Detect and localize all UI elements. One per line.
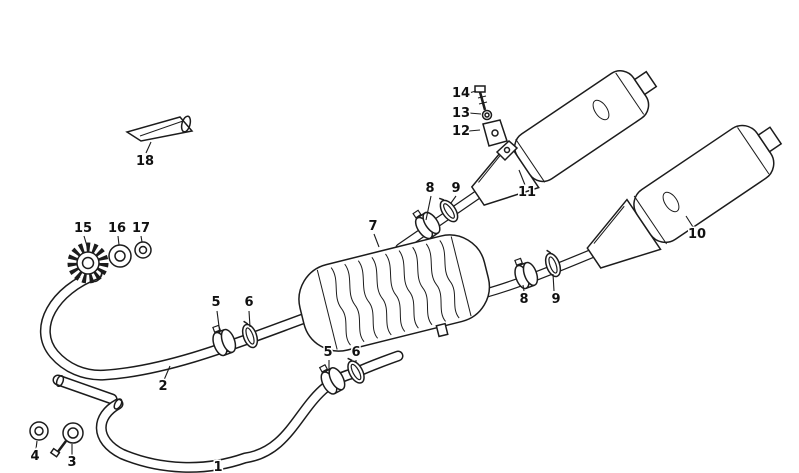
callout-3[interactable]: 3 [66, 454, 78, 472]
callout-2[interactable]: 2 [157, 378, 169, 396]
callout-11[interactable]: 11 [516, 184, 537, 202]
washer-large [108, 244, 132, 268]
interconnect-pipe-upper [395, 188, 485, 253]
silencer-left-badge [592, 99, 610, 121]
callout-9-lower[interactable]: 9 [550, 291, 562, 309]
washer-small [134, 241, 152, 259]
mount-bracket [482, 119, 508, 147]
callout-18[interactable]: 18 [134, 153, 155, 171]
silencer-right-badge [662, 191, 680, 213]
rear-silencer-left [470, 70, 658, 207]
callout-9-upper[interactable]: 9 [450, 180, 462, 198]
lock-washer [481, 109, 493, 121]
callout-4[interactable]: 4 [29, 448, 41, 466]
callout-12[interactable]: 12 [450, 123, 471, 141]
callout-10[interactable]: 10 [686, 226, 707, 244]
rubber-grommet [29, 421, 49, 441]
callout-6-b[interactable]: 6 [350, 344, 362, 362]
callout-6-a[interactable]: 6 [243, 294, 255, 312]
callout-1[interactable]: 1 [212, 459, 224, 473]
silencer-mount-tab [495, 139, 519, 162]
sealing-cone [125, 115, 194, 142]
center-muffler [298, 234, 491, 352]
pipe-clamp-bolt [49, 422, 84, 458]
callout-5-a[interactable]: 5 [210, 294, 222, 312]
callout-7[interactable]: 7 [367, 218, 379, 236]
callout-15[interactable]: 15 [72, 220, 93, 238]
callout-8-lower[interactable]: 8 [518, 291, 530, 309]
callout-8-upper[interactable]: 8 [424, 180, 436, 198]
callout-14[interactable]: 14 [450, 85, 471, 103]
callout-13[interactable]: 13 [450, 105, 471, 123]
rear-silencer-right [586, 124, 783, 269]
hex-bolt [474, 85, 488, 111]
callout-16[interactable]: 16 [106, 220, 127, 238]
callout-17[interactable]: 17 [130, 220, 151, 238]
callout-leader-lines [35, 90, 694, 455]
callout-5-b[interactable]: 5 [322, 344, 334, 362]
finned-exhaust-nut [67, 242, 109, 284]
